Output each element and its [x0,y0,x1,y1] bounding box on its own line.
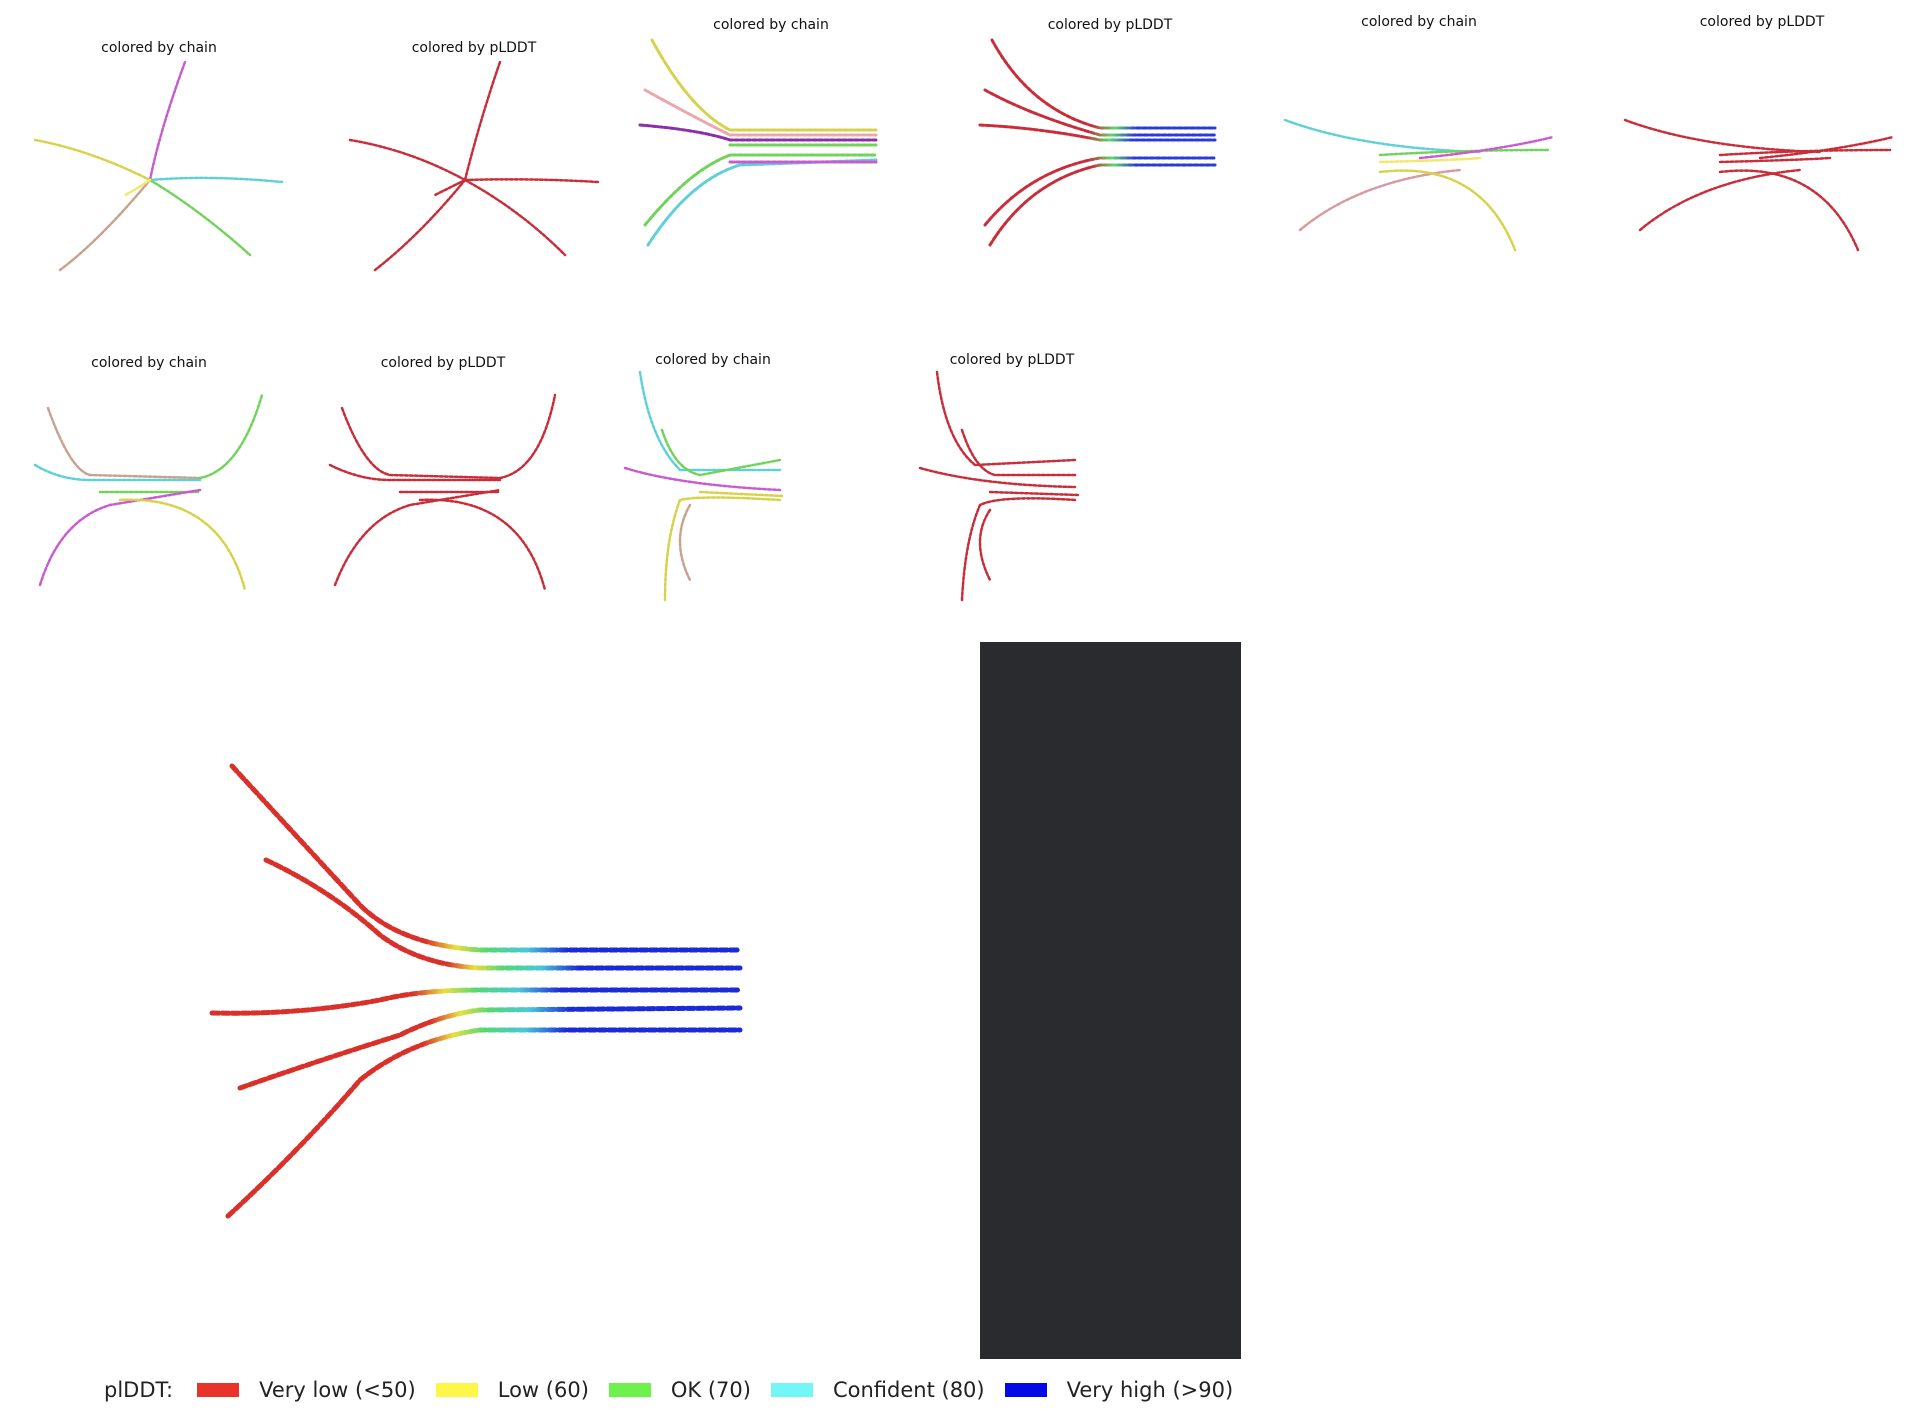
legend-swatch [770,1383,813,1397]
legend-label: Confident (80) [832,1378,985,1402]
legend-swatch [1004,1383,1047,1397]
panel-title-6: colored by pLDDT [1699,14,1825,30]
panel-8-structure [328,393,557,592]
panel-4-structure [978,38,1217,247]
legend-swatch [435,1383,478,1397]
legend-title: plDDT: [104,1378,174,1402]
legend-label: OK (70) [670,1378,751,1402]
legend-item-ok: OK (70) [608,1378,751,1402]
panel-title-2: colored by pLDDT [411,40,537,56]
legend-item-low: Low (60) [435,1378,589,1402]
panel-title-3: colored by chain [713,17,829,33]
legend-item-confident: Confident (80) [770,1378,985,1402]
legend-item-very-low: Very low (<50) [197,1378,416,1402]
legend-swatch [608,1383,651,1397]
panel-2-structure [348,60,600,272]
dark-panel [980,642,1241,1359]
panel-10-structure [918,370,1080,602]
panel-7-structure [33,393,264,592]
plddt-legend: plDDT: Very low (<50) Low (60) OK (70) C… [104,1378,1253,1402]
legend-swatch [197,1383,240,1397]
legend-label: Very low (<50) [259,1378,416,1402]
panel-title-5: colored by chain [1361,14,1477,30]
panel-title-8: colored by pLDDT [380,355,506,371]
panel-title-10: colored by pLDDT [949,352,1075,368]
panel-3-structure [638,38,878,247]
panel-title-1: colored by chain [101,40,217,56]
panel-title-9: colored by chain [655,352,771,368]
panel-6-structure [1623,118,1895,252]
legend-item-very-high: Very high (>90) [1004,1378,1234,1402]
panel-title-7: colored by chain [91,355,207,371]
large-structure [209,763,743,1219]
panel-1-structure [33,60,284,272]
panel-title-4: colored by pLDDT [1047,17,1173,33]
panel-9-structure [623,370,784,602]
legend-label: Low (60) [497,1378,589,1402]
panel-5-structure [1283,118,1555,252]
legend-label: Very high (>90) [1066,1378,1234,1402]
